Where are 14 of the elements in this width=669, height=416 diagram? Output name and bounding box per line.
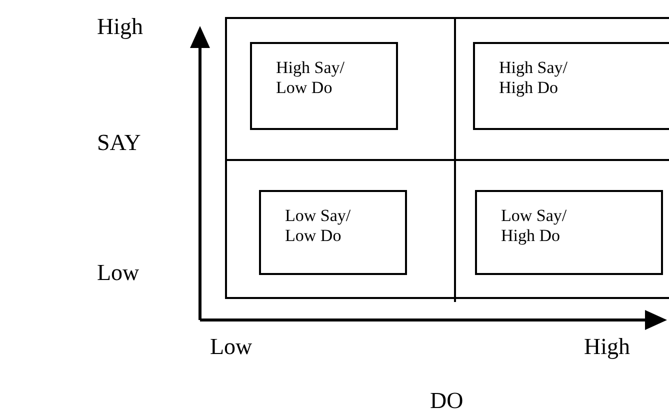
quadrant-box	[475, 190, 663, 275]
x-axis-title: DO	[430, 388, 464, 414]
quadrant-label: Low Say/ Low Do	[285, 206, 352, 246]
axis-end-label: High	[584, 334, 630, 360]
quadrant-label: Low Say/ High Do	[501, 206, 568, 246]
quadrant-box	[473, 42, 669, 130]
quadrant-box	[250, 42, 398, 130]
quadrant-box	[259, 190, 407, 275]
quadrant-label: High Say/ Low Do	[276, 58, 346, 98]
y-axis-title: SAY	[97, 130, 141, 156]
axis-end-label: Low	[210, 334, 252, 360]
axis-end-label: Low	[97, 260, 140, 286]
quadrant-label: High Say/ High Do	[499, 58, 568, 98]
axis-end-label: High	[97, 14, 143, 40]
